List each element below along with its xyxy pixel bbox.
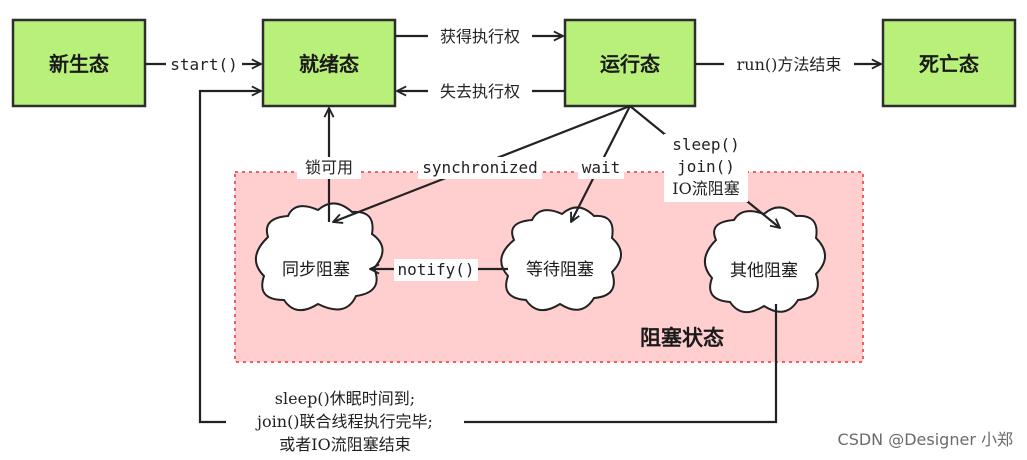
- cloud-sync-blocked: 同步阻塞: [255, 202, 384, 311]
- state-running: 运行态: [563, 18, 697, 108]
- label-notify: notify(): [394, 259, 478, 281]
- label-sleep-line: sleep(): [672, 135, 739, 154]
- label-io-line: IO流阻塞: [672, 179, 739, 198]
- label-get-cpu: 获得执行权: [428, 26, 532, 48]
- state-dead: 死亡态: [881, 18, 1017, 108]
- label-lose-cpu: 失去执行权: [428, 81, 532, 103]
- label-notify-text: notify(): [397, 260, 474, 279]
- label-lose-cpu-text: 失去执行权: [440, 82, 520, 101]
- label-start: start(): [166, 55, 242, 75]
- label-resume-line3: 或者IO流阻塞结束: [279, 435, 410, 454]
- cloud-wait-blocked-label: 等待阻塞: [526, 260, 594, 280]
- state-dead-label: 死亡态: [919, 52, 979, 76]
- label-start-text: start(): [170, 55, 237, 74]
- label-wait: wait: [578, 157, 624, 179]
- label-resume-line1: sleep()休眠时间到;: [275, 389, 415, 408]
- label-run-end-text: run()方法结束: [737, 55, 842, 74]
- label-wait-text: wait: [582, 158, 621, 177]
- cloud-other-blocked-label: 其他阻塞: [730, 261, 798, 281]
- cloud-sync-blocked-label: 同步阻塞: [282, 260, 350, 280]
- state-new: 新生态: [11, 18, 147, 108]
- state-running-label: 运行态: [600, 52, 660, 76]
- label-get-cpu-text: 获得执行权: [440, 27, 520, 46]
- state-ready: 就绪态: [261, 18, 397, 108]
- label-resume: sleep()休眠时间到; join()联合线程执行完毕; 或者IO流阻塞结束: [226, 385, 464, 455]
- label-lock-available: 锁可用: [297, 157, 361, 179]
- label-resume-line2: join()联合线程执行完毕;: [255, 412, 433, 431]
- label-run-end: run()方法结束: [724, 54, 854, 76]
- state-ready-label: 就绪态: [299, 52, 359, 76]
- state-new-label: 新生态: [49, 52, 109, 76]
- label-sleep-join-io: sleep() join() IO流阻塞: [664, 134, 748, 202]
- label-join-line: join(): [677, 157, 735, 176]
- label-synchronized-text: synchronized: [422, 158, 538, 177]
- label-lock-available-text: 锁可用: [305, 158, 353, 177]
- cloud-other-blocked: 其他阻塞: [704, 206, 826, 313]
- edge-resume: [198, 91, 778, 424]
- label-synchronized: synchronized: [418, 157, 542, 179]
- cloud-wait-blocked: 等待阻塞: [500, 206, 622, 311]
- blocked-region-label: 阻塞状态: [640, 326, 724, 350]
- watermark: CSDN @Designer 小郑: [838, 430, 1013, 449]
